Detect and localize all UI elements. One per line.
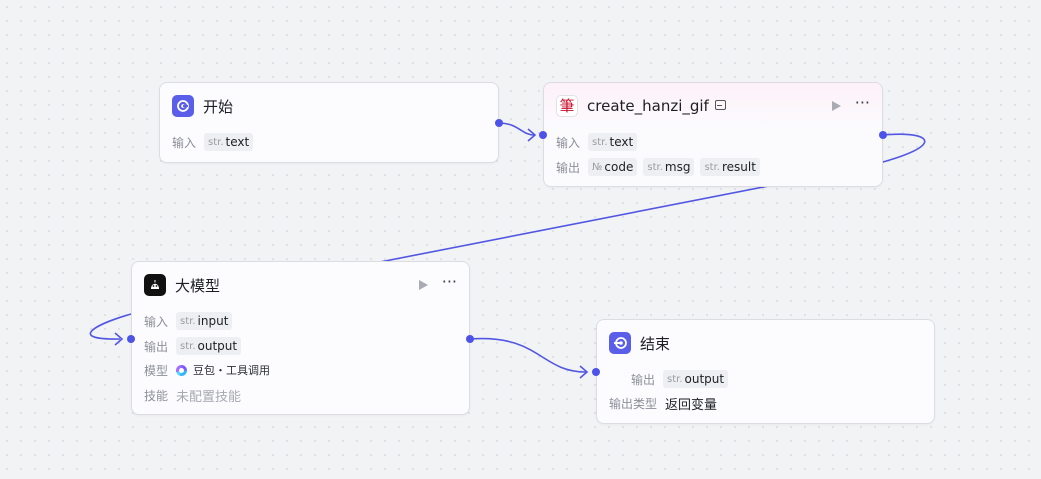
more-icon[interactable]: ··· (441, 272, 457, 291)
doubao-logo-icon (176, 364, 188, 376)
edge-start-to-tool[interactable] (498, 122, 535, 136)
start-node[interactable]: 开始 输入 str. text (159, 82, 499, 163)
tool-output-tag-msg: str. msg (643, 158, 695, 176)
end-output-type-value: 返回变量 (665, 397, 718, 413)
brush-icon: 筆 (556, 95, 578, 117)
end-node-header: 结束 (609, 332, 922, 354)
tool-node-actions: ··· (831, 93, 870, 112)
tool-output-tag-code: № code (588, 158, 638, 176)
tool-node-header: 筆 create_hanzi_gif ··· (556, 95, 870, 117)
llm-node-header: 大模型 ··· (144, 274, 457, 296)
llm-input-tag: str. input (176, 312, 233, 330)
play-icon[interactable] (831, 101, 841, 111)
tool-output-port[interactable] (879, 131, 887, 139)
more-icon[interactable]: ··· (854, 93, 870, 112)
llm-node-title: 大模型 (175, 276, 221, 295)
llm-node[interactable]: 大模型 ··· 输入 str. input 输出 str. output 模型 … (131, 261, 470, 415)
tool-input-port[interactable] (539, 131, 547, 139)
start-input-label: 输入 (172, 135, 197, 150)
tool-input-tag: str. text (588, 133, 638, 151)
tool-input-row: 输入 str. text (556, 132, 643, 152)
tool-node-title: create_hanzi_gif (587, 97, 709, 115)
end-icon (609, 332, 631, 354)
llm-output-row: 输出 str. output (144, 336, 247, 356)
llm-skill-label: 技能 (144, 388, 169, 403)
llm-model-name[interactable]: 豆包・工具调用 (193, 364, 271, 377)
end-input-port[interactable] (592, 368, 600, 376)
robot-icon (144, 274, 166, 296)
start-icon (172, 95, 194, 117)
tool-output-tag-result: str. result (700, 158, 760, 176)
llm-skill-placeholder[interactable]: 未配置技能 (176, 389, 242, 405)
tool-node[interactable]: 筆 create_hanzi_gif ··· 输入 str. text 输出 №… (543, 82, 883, 187)
llm-skill-row: 技能 未配置技能 (144, 385, 241, 405)
edge-llm-to-end[interactable] (469, 337, 587, 373)
edge-tool-to-llm-arrow (114, 332, 124, 346)
start-input-tag: str. text (204, 133, 254, 151)
llm-model-label: 模型 (144, 363, 169, 378)
start-output-port[interactable] (495, 119, 503, 127)
llm-input-label: 输入 (144, 314, 169, 329)
llm-output-label: 输出 (144, 339, 169, 354)
llm-output-tag: str. output (176, 337, 242, 355)
play-icon[interactable] (418, 280, 428, 290)
start-node-title: 开始 (203, 97, 234, 116)
llm-input-port[interactable] (127, 335, 135, 343)
start-node-header: 开始 (172, 95, 486, 117)
edge-tool-to-llm-loop[interactable] (89, 313, 132, 340)
end-output-row: 输出 str. output (631, 369, 734, 389)
end-node[interactable]: 结束 输出 str. output 输出类型 返回变量 (596, 319, 935, 424)
image-icon (714, 100, 726, 110)
end-output-type-label: 输出类型 (609, 396, 658, 411)
tool-output-label: 输出 (556, 160, 581, 175)
llm-output-port[interactable] (466, 335, 474, 343)
end-output-tag: str. output (663, 370, 729, 388)
end-output-type-row: 输出类型 返回变量 (609, 393, 717, 413)
tool-input-label: 输入 (556, 135, 581, 150)
llm-node-actions: ··· (418, 272, 457, 291)
llm-input-row: 输入 str. input (144, 311, 238, 331)
end-output-label: 输出 (631, 372, 656, 387)
tool-output-row: 输出 № code str. msg str. result (556, 157, 766, 177)
edge-start-to-tool-arrow (527, 128, 537, 142)
llm-model-row: 模型 豆包・工具调用 (144, 360, 270, 380)
start-input-row: 输入 str. text (172, 132, 259, 152)
end-node-title: 结束 (640, 334, 671, 353)
edge-llm-to-end-arrow (579, 365, 589, 379)
